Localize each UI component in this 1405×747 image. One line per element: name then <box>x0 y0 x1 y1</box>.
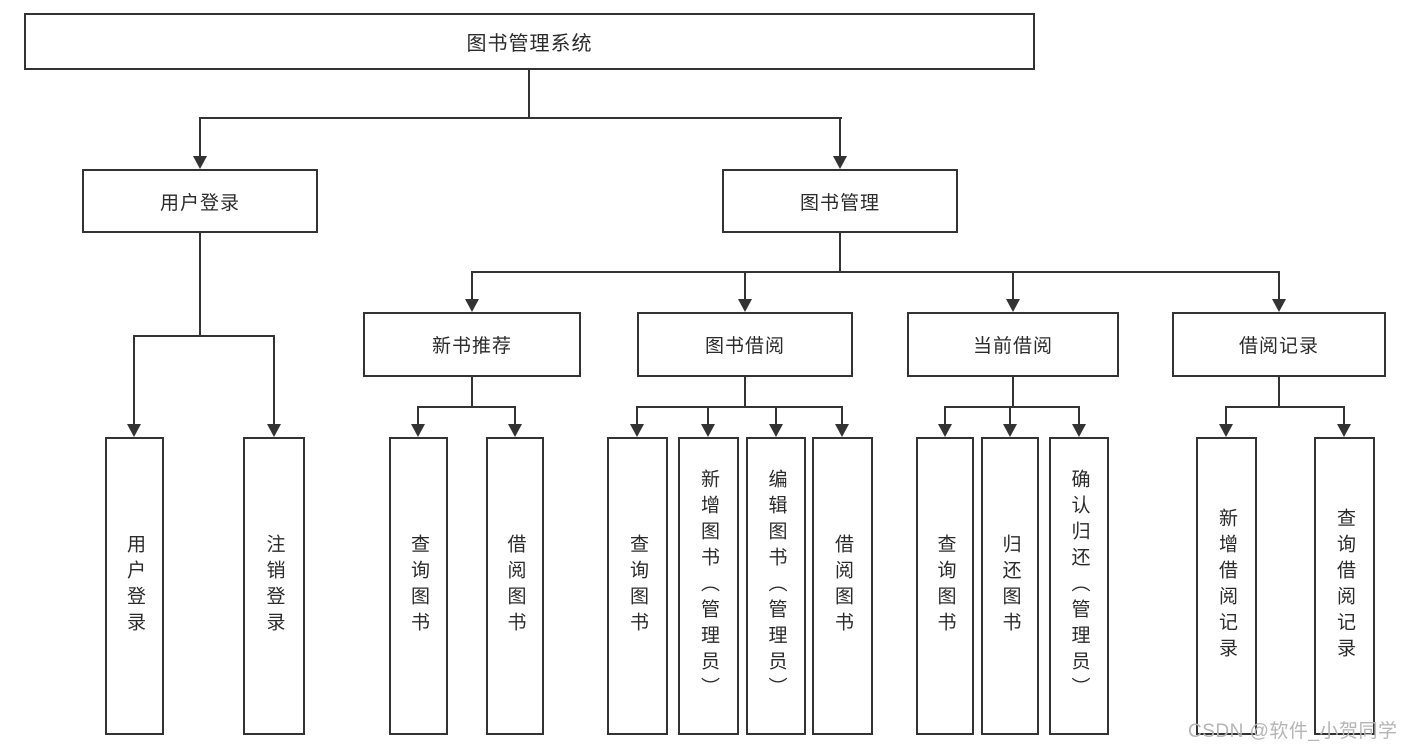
connector-stem-bb-edit <box>775 406 777 426</box>
connector-currentborrow-hline <box>944 406 1080 408</box>
connector-stem-cb-return <box>1009 406 1011 426</box>
node-label: 新书推荐 <box>431 336 512 357</box>
leaf-query-books-2: 查询图书 <box>607 437 668 735</box>
node-book-borrowing: 图书借阅 <box>637 312 853 377</box>
arrowhead-new-book <box>465 299 479 312</box>
arrowhead-bb-query <box>630 424 644 437</box>
arrowhead-rec-add <box>1219 424 1233 437</box>
node-label: 新增借阅记录 <box>1216 508 1237 664</box>
arrowhead-leaf-user-login <box>127 424 141 437</box>
connector-stem-user-login <box>199 117 201 157</box>
connector-stem-nb-query <box>417 406 419 426</box>
arrowhead-nb-borrow <box>508 424 522 437</box>
node-new-book-recommend: 新书推荐 <box>363 312 581 377</box>
node-user-login: 用户登录 <box>82 169 318 233</box>
connector-stem-rec-add <box>1225 406 1227 426</box>
arrowhead-nb-query <box>411 424 425 437</box>
connector-stem-cb-confirm <box>1078 406 1080 426</box>
node-label: 归还图书 <box>999 534 1021 638</box>
node-label: 查询借阅记录 <box>1334 508 1355 664</box>
connector-stem-bb-query <box>636 406 638 426</box>
node-label: 当前借阅 <box>972 336 1053 357</box>
arrowhead-book-borrow <box>738 299 752 312</box>
connector-root-hline <box>199 117 842 119</box>
node-label: 图书借阅 <box>704 336 785 357</box>
node-label: 查询图书 <box>627 534 648 638</box>
arrowhead-current-borrow <box>1006 299 1020 312</box>
node-root-library-system: 图书管理系统 <box>24 13 1035 70</box>
node-borrowing-records: 借阅记录 <box>1172 312 1386 377</box>
connector-records-hline <box>1225 406 1345 408</box>
leaf-borrow-books-2: 借阅图书 <box>812 437 873 735</box>
arrowhead-bb-borrow <box>835 424 849 437</box>
arrowhead-book-management <box>833 156 847 169</box>
node-label: 借阅图书 <box>832 534 853 638</box>
connector-bookborrow-vline <box>744 377 746 408</box>
node-label: 查询图书 <box>408 534 429 638</box>
leaf-confirm-return-admin: 确认归还（管理员） <box>1049 437 1109 735</box>
leaf-edit-book-admin: 编辑图书（管理员） <box>746 437 806 735</box>
connector-root-vline <box>528 68 530 119</box>
connector-stem-cb-query <box>944 406 946 426</box>
connector-stem-book-management <box>839 117 841 157</box>
arrowhead-cb-confirm <box>1072 424 1086 437</box>
node-label: 新增图书（管理员） <box>698 469 719 703</box>
connector-records-vline <box>1278 377 1280 408</box>
node-label: 用户登录 <box>124 534 145 638</box>
arrowhead-bb-add <box>701 424 715 437</box>
arrowhead-leaf-logout <box>267 424 281 437</box>
node-label: 图书管理 <box>799 192 880 214</box>
connector-stem-bb-borrow <box>841 406 843 426</box>
arrowhead-user-login <box>193 156 207 169</box>
node-current-borrowing: 当前借阅 <box>907 312 1119 377</box>
connector-stem-leaf-logout <box>273 335 275 425</box>
connector-stem-borrow-records <box>1278 271 1280 301</box>
leaf-query-books-3: 查询图书 <box>916 437 974 735</box>
leaf-logout: 注销登录 <box>243 437 305 735</box>
arrowhead-cb-query <box>938 424 952 437</box>
leaf-user-login: 用户登录 <box>105 437 164 735</box>
leaf-query-borrow-record: 查询借阅记录 <box>1314 437 1375 735</box>
leaf-query-books-1: 查询图书 <box>389 437 448 735</box>
arrowhead-cb-return <box>1003 424 1017 437</box>
leaf-add-borrow-record: 新增借阅记录 <box>1196 437 1257 735</box>
node-label: 借阅记录 <box>1238 336 1319 357</box>
connector-stem-new-book <box>471 271 473 301</box>
node-label: 图书管理系统 <box>466 33 593 55</box>
node-book-management: 图书管理 <box>722 169 958 233</box>
connector-bookborrow-hline <box>636 406 843 408</box>
connector-userlogin-vline <box>199 233 201 337</box>
connector-bookmgmt-hline <box>471 271 1280 273</box>
arrowhead-borrow-records <box>1272 299 1286 312</box>
leaf-return-books: 归还图书 <box>981 437 1039 735</box>
leaf-add-book-admin: 新增图书（管理员） <box>678 437 739 735</box>
connector-currentborrow-vline <box>1012 377 1014 408</box>
arrowhead-rec-query <box>1337 424 1351 437</box>
connector-newbook-vline <box>471 377 473 408</box>
node-label: 借阅图书 <box>504 534 526 638</box>
connector-stem-leaf-user-login <box>133 335 135 425</box>
node-label: 确认归还（管理员） <box>1068 469 1090 703</box>
connector-userlogin-hline <box>133 335 275 337</box>
connector-newbook-hline <box>417 406 516 408</box>
node-label: 查询图书 <box>934 534 956 638</box>
leaf-borrow-books-1: 借阅图书 <box>486 437 544 735</box>
csdn-watermark: CSDN @软件_小贺同学 <box>1188 721 1398 742</box>
arrowhead-bb-edit <box>769 424 783 437</box>
connector-stem-bb-add <box>707 406 709 426</box>
connector-stem-book-borrow <box>744 271 746 301</box>
connector-stem-current-borrow <box>1012 271 1014 301</box>
connector-stem-nb-borrow <box>514 406 516 426</box>
connector-bookmgmt-vline <box>839 233 841 273</box>
node-label: 注销登录 <box>263 534 285 638</box>
connector-stem-rec-query <box>1343 406 1345 426</box>
node-label: 编辑图书（管理员） <box>765 469 787 703</box>
node-label: 用户登录 <box>159 192 240 214</box>
